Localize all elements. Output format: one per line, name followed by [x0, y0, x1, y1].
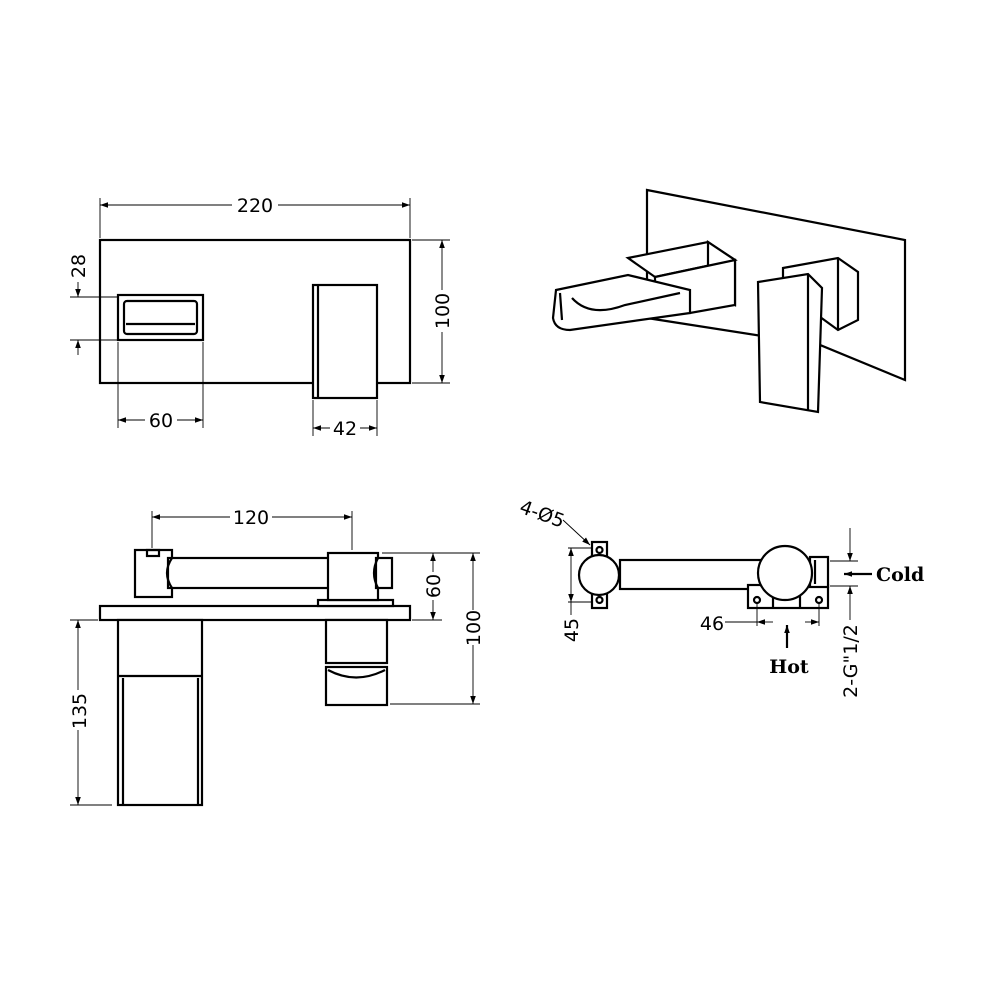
dim-width: 220 — [237, 195, 273, 217]
side-valve-body — [324, 618, 389, 665]
dim-spout-width: 60 — [149, 410, 173, 432]
dim-handle-width: 42 — [333, 418, 357, 440]
dim-total-depth: 100 — [463, 610, 485, 646]
mount-hole — [595, 595, 604, 605]
cold-label: Cold — [876, 564, 924, 586]
dim-inlet-spacing: 46 — [700, 613, 724, 635]
side-spout-body — [116, 618, 204, 807]
rear-pipe — [618, 558, 772, 591]
spout-outlet-inner — [122, 299, 199, 336]
side-view: 120 60 100 135 — [69, 507, 485, 807]
dim-height: 100 — [432, 293, 454, 329]
dim-spout-height: 135 — [69, 693, 91, 729]
dim-holes: 4-Ø5 — [517, 496, 568, 532]
dim-thread: 2-G"1/2 — [840, 624, 862, 698]
isometric-view — [551, 188, 907, 414]
rear-view: 4-Ø5 45 46 Hot 2-G"1/2 Cold — [517, 496, 925, 698]
spout-outlet — [116, 293, 205, 342]
rear-spout-circle — [577, 553, 621, 597]
dim-handle-depth: 60 — [423, 574, 445, 598]
iso-handle-lever — [756, 272, 824, 414]
dim-spout-offset: 28 — [68, 254, 90, 278]
front-view: 220 100 28 60 42 — [68, 195, 454, 440]
dim-spacing: 120 — [233, 507, 269, 529]
hot-label: Hot — [769, 656, 809, 678]
side-pipe — [166, 556, 334, 590]
dim-bracket-spacing: 45 — [561, 618, 583, 642]
rear-valve-circle — [756, 544, 814, 602]
iso-spout-waterfall — [551, 273, 692, 332]
side-handle — [326, 551, 380, 602]
mount-hole — [595, 545, 604, 555]
side-wall-plate — [98, 604, 412, 622]
handle — [311, 283, 379, 400]
